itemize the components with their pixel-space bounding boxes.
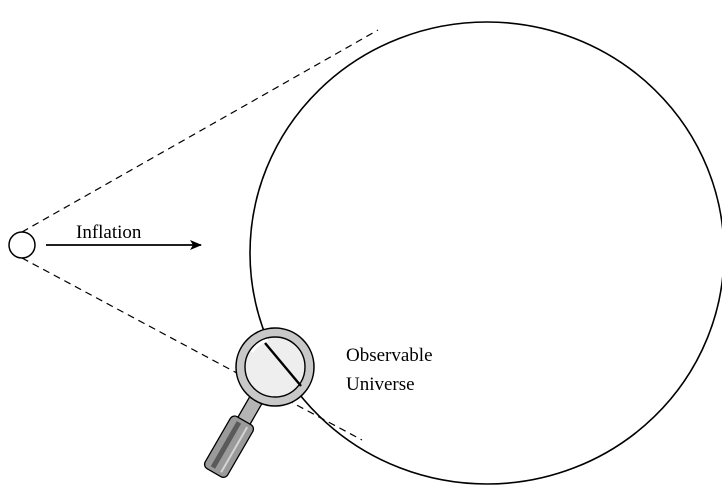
observable-universe-label-line2: Universe bbox=[346, 374, 415, 395]
magnifier-icon bbox=[203, 328, 314, 479]
projection-line-top bbox=[22, 30, 378, 232]
early-universe-circle bbox=[9, 232, 35, 258]
observable-universe-label-line1: Observable bbox=[346, 345, 433, 366]
inflation-label: Inflation bbox=[76, 222, 142, 243]
inflated-universe-circle bbox=[250, 22, 722, 484]
projection-line-bottom bbox=[22, 258, 362, 440]
